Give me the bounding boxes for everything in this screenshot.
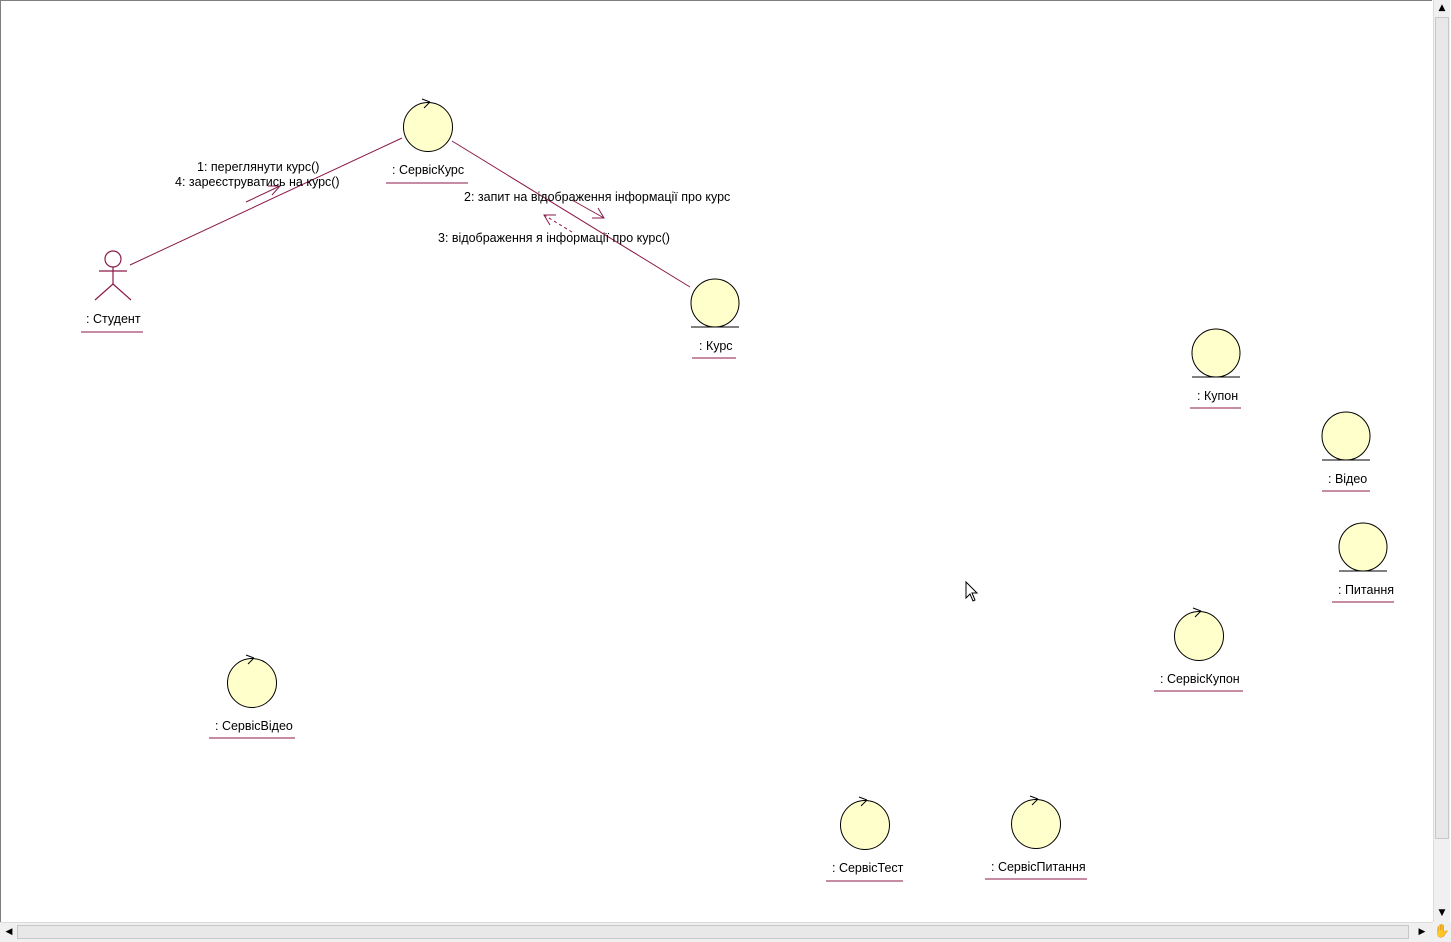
control-icon [840,800,890,850]
object-label: : Курс [699,339,733,353]
control-servis-kupon[interactable]: : СервісКупон [1154,607,1243,692]
object-label: : СервісТест [832,861,904,875]
object-label: : СервісПитання [991,860,1086,874]
message-arrow-1-4[interactable] [245,185,282,203]
entity-pytannia[interactable]: : Питання [1332,522,1394,603]
object-label: : Студент [86,312,141,326]
link-servis-kurs-kurs[interactable] [451,140,691,288]
hand-pan-icon[interactable]: ✋ [1433,922,1451,942]
message-label-1: 1: переглянути курс() [197,160,319,174]
link-student-servis-kurs[interactable] [129,137,403,266]
horizontal-scrollbar[interactable]: ◀ ▶ [0,922,1433,942]
arrow-left-icon[interactable]: ◀ [5,927,13,937]
arrow-down-icon[interactable]: ▼ [1438,908,1446,918]
arrow-up-icon[interactable]: ▲ [1438,3,1446,13]
entity-icon [1191,328,1241,378]
object-label: : СервісКупон [1160,672,1240,686]
control-icon [227,658,277,708]
collaboration-diagram[interactable]: 1: переглянути курс() 4: зареєструватись… [0,0,1432,922]
object-label: : СервісКурс [392,163,464,177]
control-servis-pytannia[interactable]: : СервісПитання [985,795,1087,880]
entity-icon [1338,522,1388,572]
message-label-3: 3: відображення я інформації про курс() [438,231,670,245]
object-label: : СервісВідео [215,719,293,733]
entity-icon [690,278,740,328]
object-label: : Відео [1328,472,1367,486]
message-arrow-2[interactable] [571,199,605,219]
actor-icon [94,250,132,301]
vertical-scrollbar[interactable]: ▲ ▼ [1433,0,1450,922]
control-servis-kurs[interactable]: : СервісКурс [386,98,468,184]
diagram-canvas[interactable] [0,0,1432,922]
control-icon [403,102,453,152]
actor-student[interactable]: : Студент [81,250,143,333]
entity-kurs[interactable]: : Курс [690,278,740,359]
object-label: : Купон [1197,389,1238,403]
message-label-2: 2: запит на відображення інформації про … [464,190,730,204]
arrow-right-icon[interactable]: ▶ [1418,927,1426,937]
message-label-4: 4: зареєструватись на курс() [175,175,340,189]
message-arrow-3-return[interactable] [543,214,573,233]
mouse-pointer-icon [965,580,979,602]
control-servis-test[interactable]: : СервісТест [826,796,904,882]
control-icon [1011,799,1061,849]
horizontal-scroll-thumb[interactable] [17,925,1409,939]
entity-video[interactable]: : Відео [1321,411,1371,492]
object-label: : Питання [1338,583,1394,597]
entity-kupon[interactable]: : Купон [1190,328,1241,409]
control-icon [1174,611,1224,661]
entity-icon [1321,411,1371,461]
control-servis-video[interactable]: : СервісВідео [209,654,295,739]
vertical-scroll-thumb[interactable] [1435,17,1449,839]
